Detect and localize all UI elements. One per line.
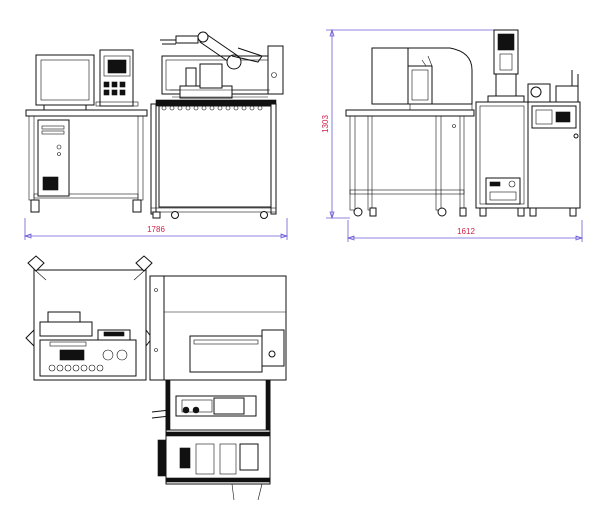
robot-arm xyxy=(160,31,270,99)
controller-cabinet xyxy=(475,101,529,217)
height-dimension: 1303 xyxy=(321,28,500,220)
caster-wheel xyxy=(353,207,363,217)
conveyor-top-view xyxy=(151,379,271,501)
vertical-robot xyxy=(487,29,525,103)
keypad xyxy=(107,59,127,74)
front-width-dimension: 1786 xyxy=(23,218,289,240)
computer-desk xyxy=(25,109,148,213)
side-width-label: 1612 xyxy=(457,227,475,236)
caster-wheel xyxy=(260,211,268,219)
caster-wheel xyxy=(437,207,447,217)
top-view xyxy=(25,255,287,501)
desk-top-view xyxy=(25,255,153,381)
monitor xyxy=(35,54,95,111)
conveyor-rollers xyxy=(161,105,263,111)
side-width-dimension: 1612 xyxy=(346,220,584,242)
front-width-label: 1786 xyxy=(147,225,165,234)
control-panel-top xyxy=(39,339,137,377)
front-view: 1786 xyxy=(23,31,289,240)
side-table xyxy=(345,103,475,217)
robot-enclosure xyxy=(371,47,473,105)
caster-wheel xyxy=(171,211,179,219)
enclosure-top-view xyxy=(149,275,287,381)
side-view: 1303 xyxy=(321,28,584,242)
teach-pendant xyxy=(95,49,139,107)
pc-tower xyxy=(37,119,70,197)
height-label: 1303 xyxy=(321,115,330,133)
aux-cabinet xyxy=(527,70,581,217)
